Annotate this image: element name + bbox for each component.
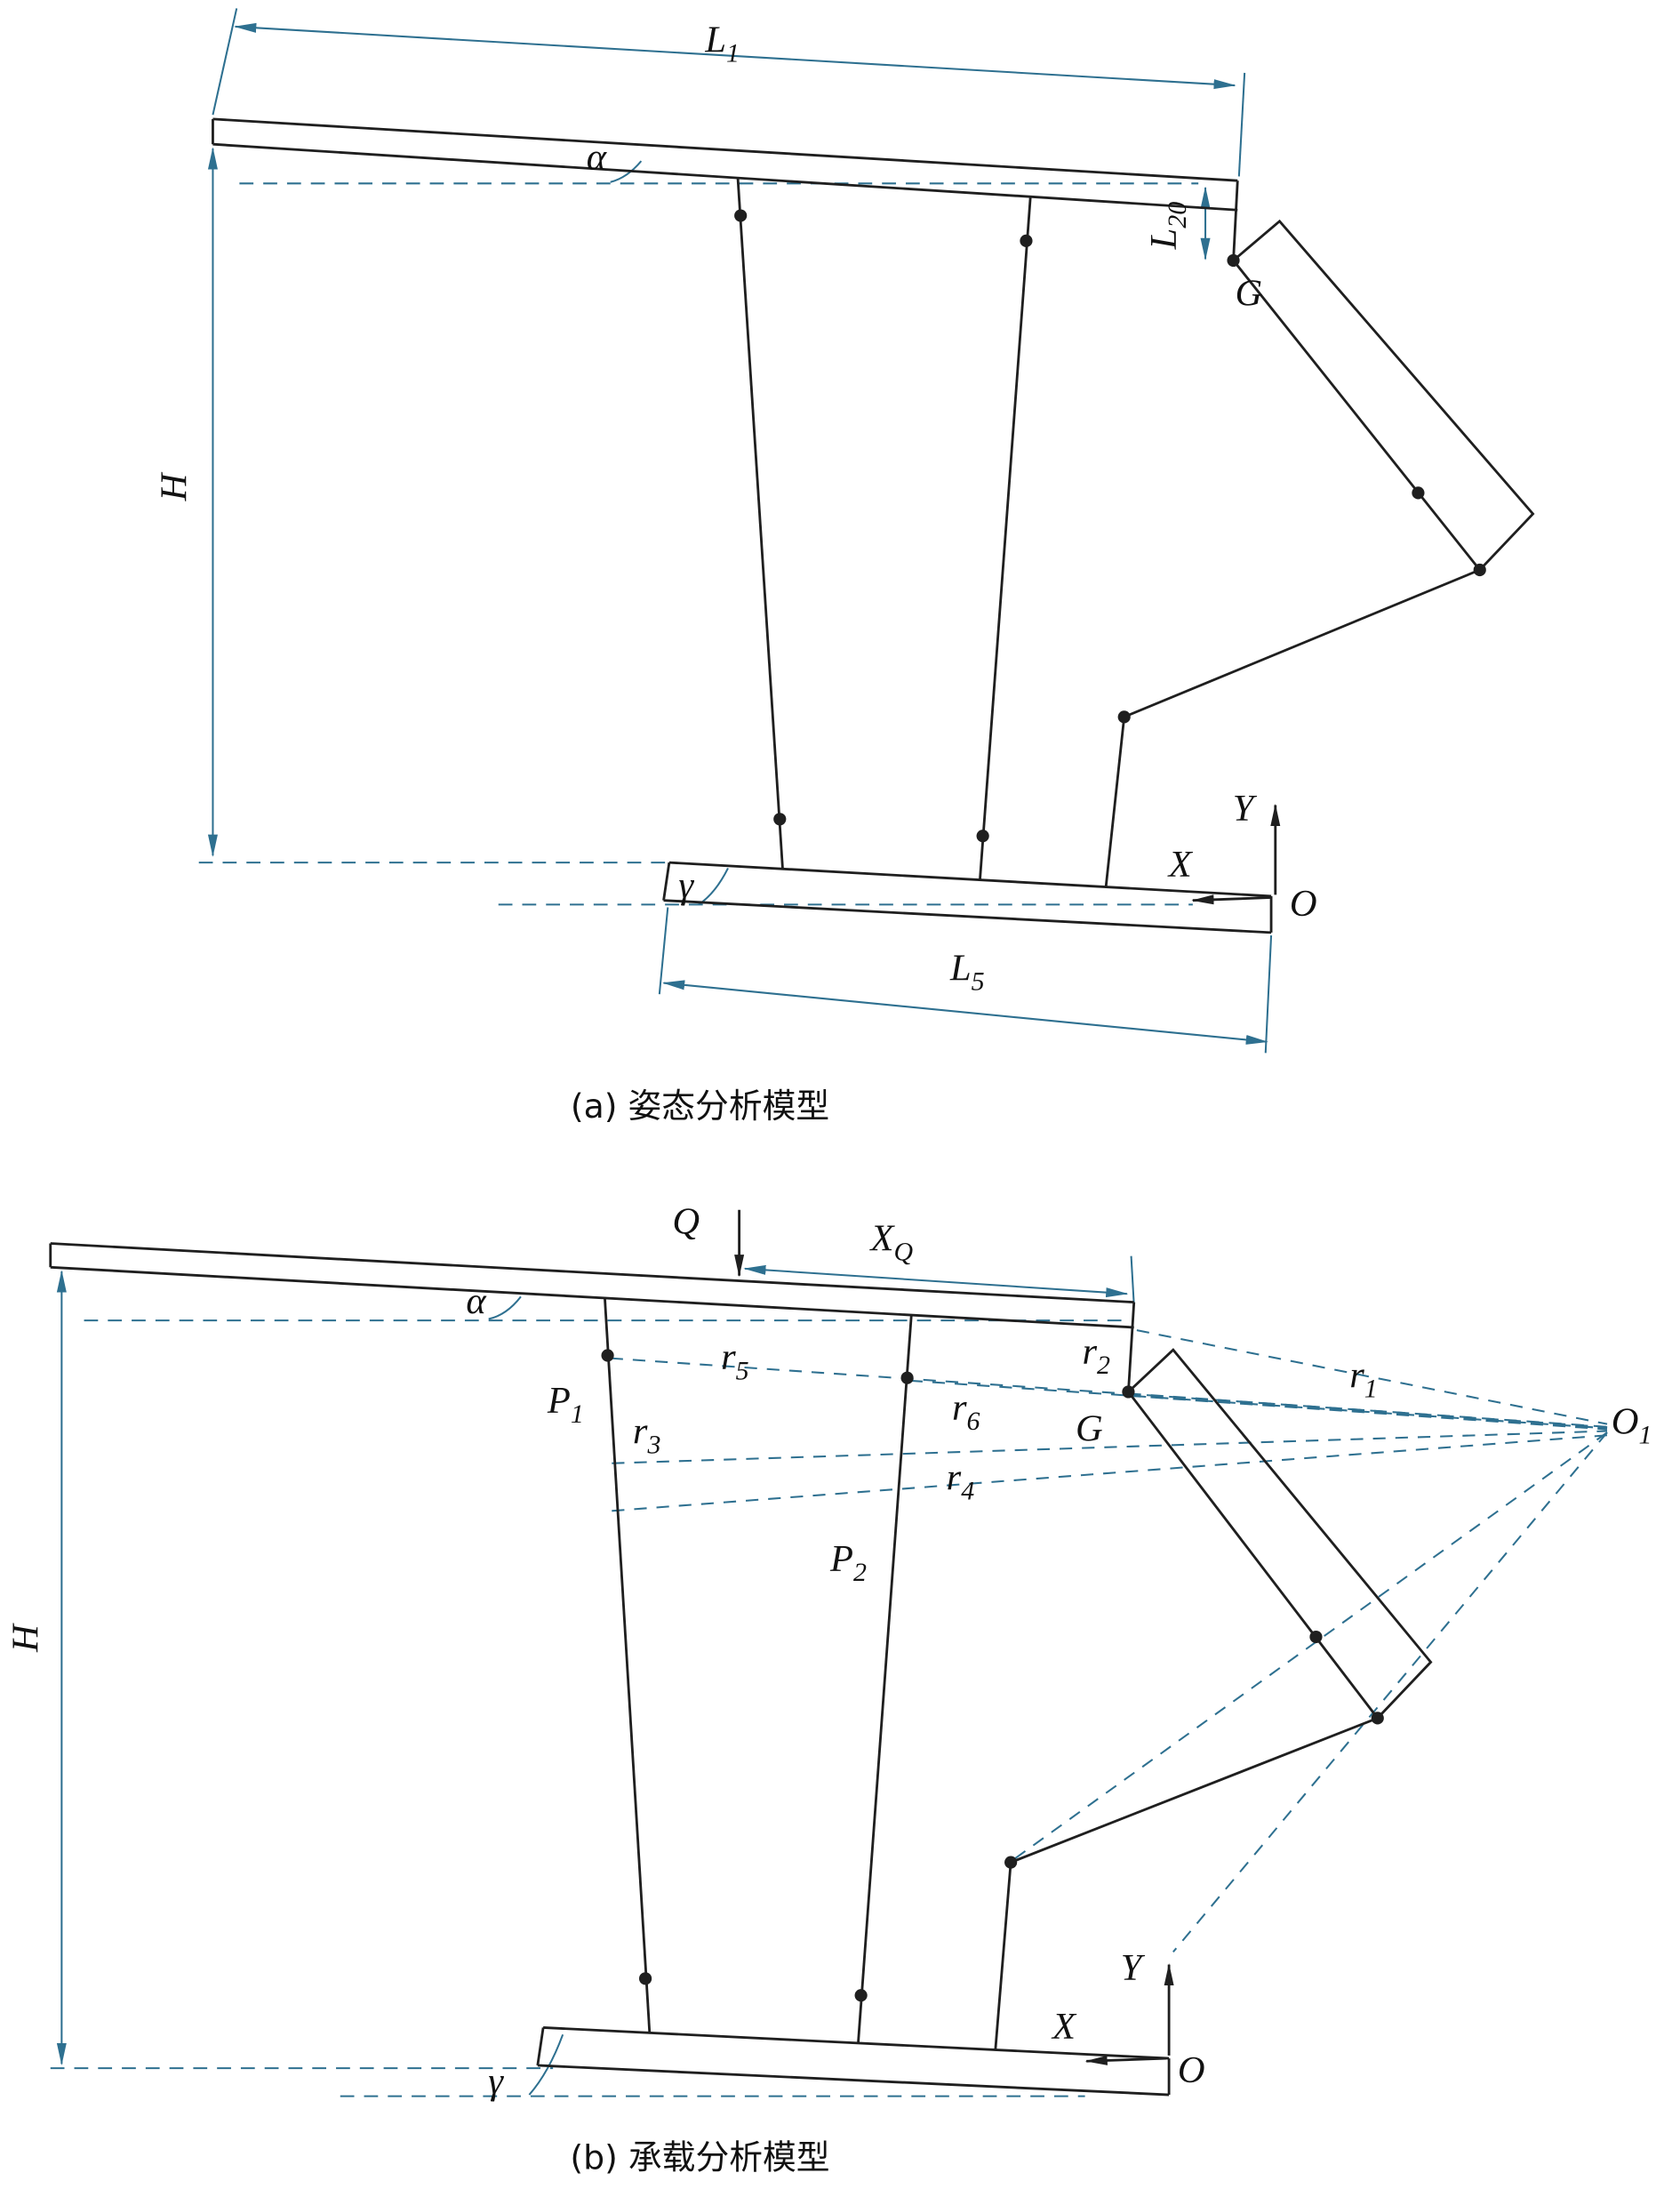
front-leg-a xyxy=(736,177,784,869)
extension-line-L1-right xyxy=(1237,72,1246,177)
label-XQ: XQ xyxy=(868,1217,913,1266)
pin-joint-dot xyxy=(1412,486,1425,500)
linkage-a xyxy=(1104,568,1481,887)
radius-line-r3 xyxy=(612,1430,1608,1464)
linkage-b xyxy=(994,1717,1379,2050)
pin-joint-dot xyxy=(1309,1630,1323,1644)
pin-joint-dot xyxy=(1004,1856,1018,1869)
figure-a-structure xyxy=(212,117,1535,934)
figure-a-axes xyxy=(1191,803,1281,905)
label-X-b: X xyxy=(1051,2006,1077,2048)
figure-b-dashed-references xyxy=(50,1319,1127,2097)
extension-line-L5-right xyxy=(1264,934,1273,1054)
pin-joint-dot-G-a xyxy=(1227,253,1240,268)
label-O-b: O xyxy=(1178,2049,1205,2091)
label-alpha-a: α xyxy=(587,137,608,179)
pin-joint-dot-G-b xyxy=(1122,1385,1135,1399)
radius-line-r6 xyxy=(909,1379,1608,1430)
figure-a: L1 α H L20 G γ L5 X Y O (a) 姿态分析模型 xyxy=(154,8,1535,1126)
label-Y-b: Y xyxy=(1121,1947,1146,1989)
base-a xyxy=(662,861,1273,934)
figure-b-caption: (b) 承载分析模型 xyxy=(570,2138,829,2177)
pin-joint-dot xyxy=(1117,710,1131,724)
label-P2: P2 xyxy=(829,1538,867,1587)
label-r3: r3 xyxy=(633,1411,661,1460)
figure-b-axes xyxy=(734,1209,1174,2065)
roof-beam-a xyxy=(212,117,1239,261)
base-b xyxy=(536,2026,1171,2097)
pin-joint-dot xyxy=(1473,563,1486,577)
x-axis-a xyxy=(1191,894,1272,905)
pin-joint-dot xyxy=(639,1972,652,1985)
angle-arc-alpha-b xyxy=(488,1295,522,1320)
figure-a-dashed-references xyxy=(198,182,1199,906)
roof-beam-b xyxy=(49,1242,1136,1392)
figure-b-radius-lines xyxy=(610,1329,1608,1953)
extension-line-L1-left xyxy=(212,8,238,116)
label-r6: r6 xyxy=(952,1387,980,1436)
label-H-a: H xyxy=(154,471,196,501)
pin-joint-dot xyxy=(1020,234,1033,247)
label-L5: L5 xyxy=(949,947,985,996)
label-X-a: X xyxy=(1167,844,1194,886)
label-G-a: G xyxy=(1236,272,1263,314)
figure-b: Q XQ α H P1 P2 r5 r2 r1 r3 r6 r4 O1 G γ … xyxy=(5,1200,1652,2177)
pin-joint-dot xyxy=(1371,1712,1384,1725)
figure-b-pin-joints xyxy=(601,1349,1384,2002)
angle-arc-gamma-b xyxy=(528,2033,564,2096)
extension-line-XQ-right xyxy=(1130,1255,1135,1305)
angle-arc-alpha-a xyxy=(610,160,643,183)
radius-line-r4 xyxy=(612,1434,1608,1512)
pin-joint-dot xyxy=(854,1989,868,2002)
label-O1: O1 xyxy=(1612,1401,1652,1450)
rear-leg-a xyxy=(979,196,1032,880)
figure-b-dimensions xyxy=(56,1255,1135,2096)
dimension-line-L1 xyxy=(234,22,1236,90)
label-gamma-a: γ xyxy=(678,865,694,907)
pin-joint-dot-P2 xyxy=(900,1371,914,1384)
x-axis-b xyxy=(1084,2055,1166,2065)
pin-joint-dot xyxy=(773,813,787,826)
label-alpha-b: α xyxy=(466,1280,487,1322)
radius-line-to-link-base xyxy=(1172,1431,1608,1953)
figure-a-dimensions xyxy=(207,8,1273,1054)
front-leg-b xyxy=(604,1297,652,2033)
pin-joint-dot xyxy=(734,209,748,222)
label-r4: r4 xyxy=(947,1457,975,1506)
shield-beam-b xyxy=(1126,1348,1433,1720)
label-P1: P1 xyxy=(547,1380,584,1429)
dimension-line-XQ xyxy=(743,1264,1129,1298)
label-Q: Q xyxy=(672,1200,700,1242)
label-r5: r5 xyxy=(721,1336,749,1385)
label-G-b: G xyxy=(1076,1408,1103,1450)
pin-joint-dot-P1 xyxy=(601,1349,614,1362)
figure-a-labels: L1 α H L20 G γ L5 X Y O xyxy=(154,19,1317,996)
extension-line-L5-left xyxy=(658,907,669,995)
label-r1: r1 xyxy=(1349,1355,1377,1404)
label-L1: L1 xyxy=(704,19,740,68)
pin-joint-dot xyxy=(976,830,989,843)
rear-leg-b xyxy=(857,1314,913,2043)
radius-line-r5 xyxy=(610,1357,1608,1428)
figure-a-caption: (a) 姿态分析模型 xyxy=(571,1086,829,1126)
figure-a-pin-joints xyxy=(734,209,1486,843)
label-Y-a: Y xyxy=(1233,788,1258,830)
radius-line-to-link-pin xyxy=(1012,1431,1608,1861)
label-gamma-b: γ xyxy=(488,2060,504,2102)
figure-b-labels: Q XQ α H P1 P2 r5 r2 r1 r3 r6 r4 O1 G γ … xyxy=(5,1200,1652,2102)
label-H-b: H xyxy=(5,1623,47,1653)
label-L20: L20 xyxy=(1143,202,1192,251)
dimension-line-L5 xyxy=(661,980,1268,1045)
label-r2: r2 xyxy=(1082,1331,1110,1380)
label-O-a: O xyxy=(1290,883,1317,925)
angle-arc-gamma-a xyxy=(698,867,729,906)
shield-beam-a xyxy=(1231,219,1535,573)
